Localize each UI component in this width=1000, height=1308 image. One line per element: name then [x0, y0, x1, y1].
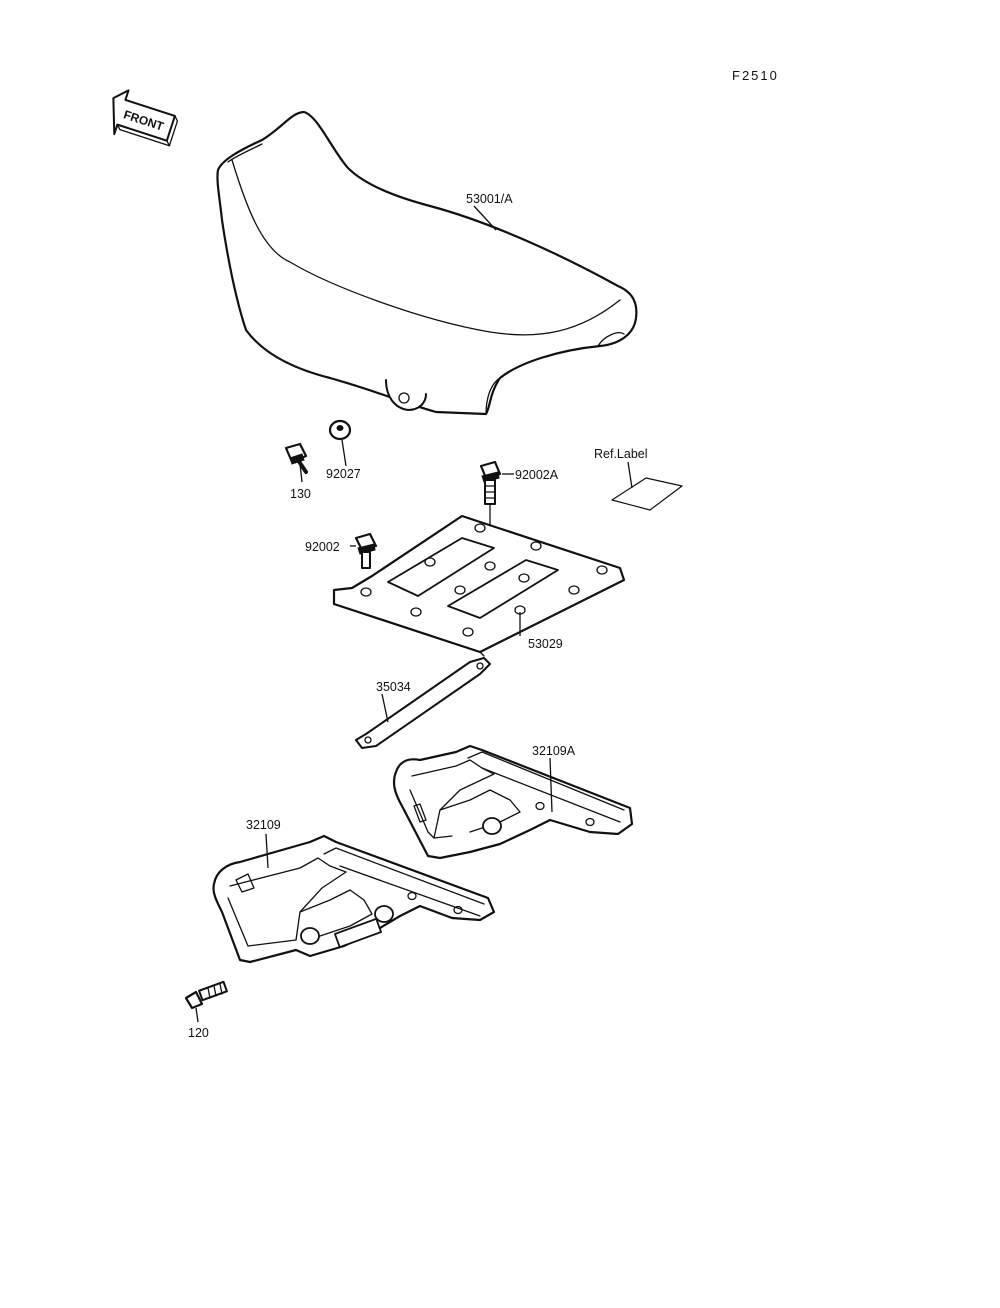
seat-base-plate	[332, 514, 626, 657]
callout-ref-label: Ref.Label	[594, 447, 648, 461]
callout-bolt-92002A: 92002A	[515, 468, 559, 482]
front-arrow-icon: FRONT	[112, 89, 179, 147]
collar-92027	[328, 419, 352, 441]
callout-seat: 53001/A	[466, 192, 513, 206]
bolt-120	[184, 980, 228, 1010]
callout-strap: 35034	[376, 680, 411, 694]
bolt-92002	[354, 532, 378, 569]
callout-bolt-92002: 92002	[305, 540, 340, 554]
callout-bolt-120: 120	[188, 1026, 209, 1040]
seat	[216, 110, 638, 416]
figure-id: F2510	[732, 68, 779, 83]
reference-label-sticker	[611, 477, 683, 511]
callout-seat-base: 53029	[528, 637, 563, 651]
callout-bracket-left: 32109	[246, 818, 281, 832]
bracket-32109A	[392, 744, 634, 860]
strap-35034	[355, 657, 491, 749]
callout-collar: 92027	[326, 467, 361, 481]
bracket-32109	[212, 834, 496, 964]
callout-bracket-right: 32109A	[532, 744, 576, 758]
bolt-92002A	[479, 460, 502, 505]
bolt-130	[284, 442, 308, 474]
callout-bolt-130: 130	[290, 487, 311, 501]
